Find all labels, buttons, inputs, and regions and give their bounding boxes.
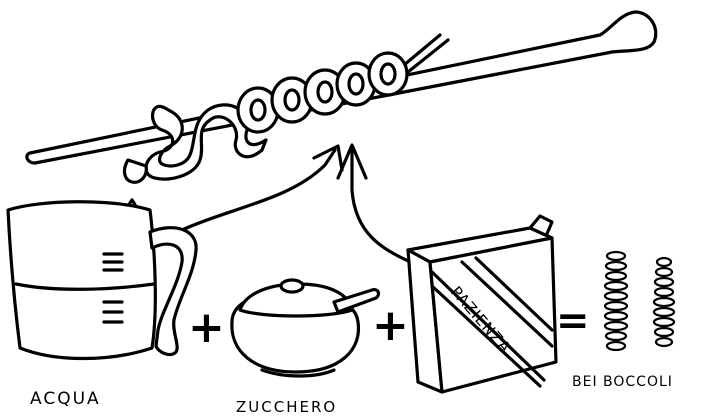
- arrow-from-box: [350, 148, 420, 267]
- arrow-from-jug: [180, 148, 337, 232]
- plus-sign-1: +: [188, 302, 225, 353]
- bowl-base: [260, 368, 336, 378]
- dough-strand-end: [122, 158, 148, 184]
- arrow-from-box-head: [336, 143, 368, 180]
- stick: [25, 10, 658, 165]
- bowl-knob: [279, 278, 305, 294]
- box-stripe-2: [430, 284, 542, 388]
- box-stripe-1: [430, 270, 546, 382]
- label-water: ACQUA: [30, 389, 101, 409]
- box-side: [428, 236, 558, 394]
- jug-body: [6, 200, 157, 361]
- result-curl-left: [603, 250, 629, 352]
- sugar-bowl: [230, 278, 381, 378]
- label-sugar: ZUCCHERO: [236, 398, 337, 416]
- arrows: [180, 143, 420, 267]
- result-curls: [603, 250, 676, 352]
- patience-box: PAZIENZA: [406, 214, 558, 394]
- stick-with-curls: [25, 10, 658, 217]
- bowl-spoon: [332, 288, 381, 314]
- curl-5-hole: [379, 62, 397, 86]
- curl-4-hole: [347, 72, 365, 96]
- box-stripe-3: [460, 260, 554, 348]
- jug-water-level: [14, 282, 156, 291]
- box-stripe-4: [474, 256, 554, 332]
- jug-handle: [148, 226, 198, 357]
- jug-measure-marks: [102, 252, 124, 324]
- curl-3-hole: [316, 80, 334, 104]
- result-curl-right: [652, 256, 676, 348]
- dough-strand: [144, 103, 268, 181]
- curl-2-hole: [283, 88, 301, 112]
- equals-sign: =: [556, 298, 590, 344]
- bowl-lid: [238, 282, 354, 318]
- arrow-from-jug-head: [312, 144, 344, 172]
- water-jug: [6, 200, 198, 361]
- plus-sign-2: +: [372, 300, 409, 351]
- label-result: BEI BOCCOLI: [572, 374, 673, 390]
- curl-1-hole: [249, 98, 267, 122]
